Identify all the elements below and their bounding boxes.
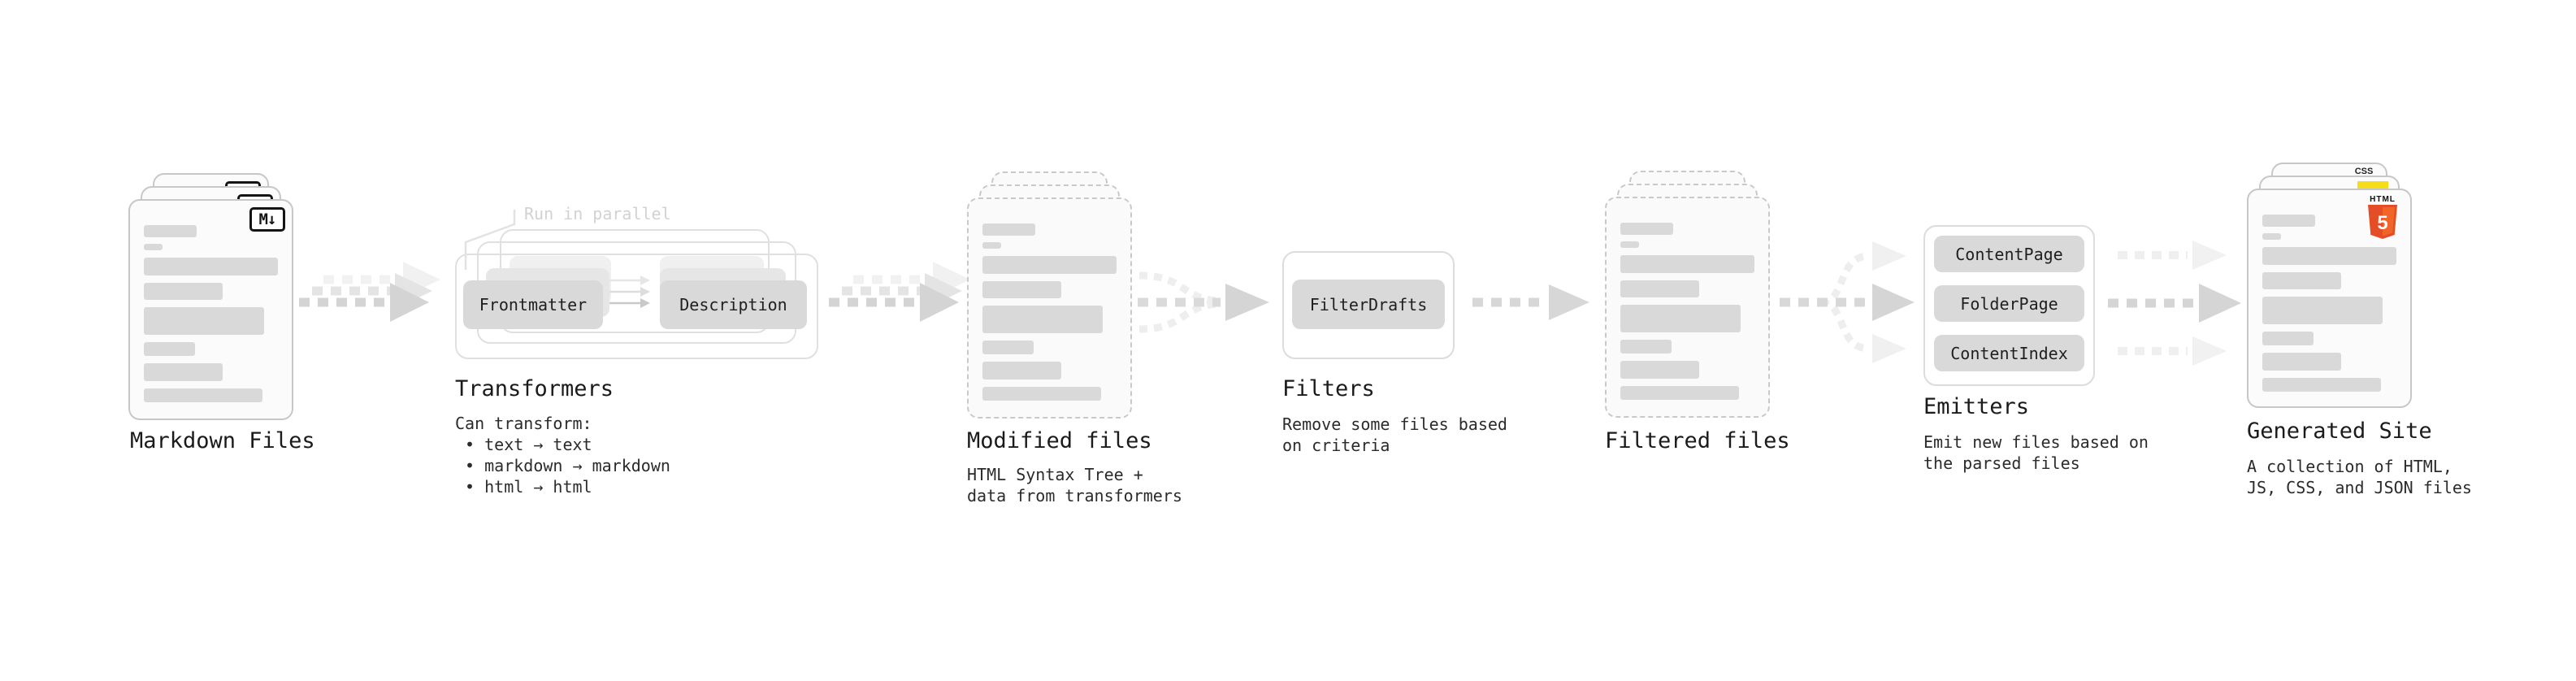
content-bar (144, 342, 195, 356)
content-bar (2262, 353, 2341, 371)
content-bar (1620, 305, 1741, 332)
content-bar (2262, 378, 2381, 392)
content-bar (1620, 241, 1639, 248)
run-in-parallel-connector (464, 210, 516, 270)
flow-arrow-modified-to-filters (1138, 271, 1269, 333)
generated-site-label: Generated Site (2247, 419, 2432, 444)
content-bar (144, 225, 197, 237)
filters-frame (1282, 251, 1455, 359)
generated-site-stack: CSS HTML 5 (2247, 163, 2450, 414)
content-bar (982, 281, 1061, 298)
parallel-mini-arrows (609, 275, 650, 308)
markdown-file-front: M↓ (128, 199, 293, 420)
markdown-files-label: Markdown Files (130, 428, 315, 453)
contentindex-plugin: ContentIndex (1934, 335, 2084, 371)
content-bar (2262, 215, 2315, 227)
filtered-file-front (1605, 197, 1770, 418)
content-bar (982, 362, 1061, 380)
folderpage-plugin: FolderPage (1934, 285, 2084, 322)
frontmatter-plugin: Frontmatter (463, 280, 603, 329)
content-bar (1620, 255, 1754, 273)
content-bar (982, 223, 1035, 236)
content-bar (144, 258, 278, 275)
content-bar (1620, 340, 1672, 354)
modified-files-stack (967, 171, 1170, 425)
content-bar (2262, 233, 2281, 240)
run-in-parallel-annotation: Run in parallel (524, 204, 671, 223)
content-bar (144, 283, 223, 300)
content-bar (144, 363, 223, 381)
transformers-title: Transformers (455, 376, 614, 401)
content-bar (1620, 361, 1699, 379)
flow-arrow-filters-to-filtered (1472, 284, 1589, 320)
modified-files-label: Modified files (967, 428, 1152, 453)
content-bar (1620, 386, 1739, 400)
emitters-frame (1923, 225, 2095, 386)
content-bar (2262, 297, 2383, 324)
html5-icon: HTML 5 (2363, 195, 2402, 242)
emitters-title: Emitters (1923, 394, 2030, 419)
content-bar (1620, 280, 1699, 297)
content-bar (982, 387, 1101, 401)
content-bar (2262, 247, 2396, 265)
content-bar (2262, 272, 2341, 289)
modified-files-description: HTML Syntax Tree + data from transformer… (967, 465, 1182, 505)
content-bar (144, 307, 264, 335)
flow-arrow-transformers-to-modified (829, 262, 970, 322)
filtered-files-stack (1605, 171, 1808, 424)
filters-description: Remove some files based on criteria (1282, 414, 1507, 455)
content-bar (144, 388, 262, 402)
content-bar (2262, 332, 2314, 345)
markdown-icon: M↓ (249, 207, 285, 232)
svg-text:5: 5 (2377, 212, 2387, 234)
content-bar (144, 244, 163, 250)
modified-file-front (967, 197, 1132, 419)
content-bar (982, 242, 1001, 249)
description-plugin: Description (660, 280, 807, 329)
flow-arrow-filtered-to-emitters (1780, 241, 1915, 363)
filters-title: Filters (1282, 376, 1375, 401)
transformers-frame-front (455, 254, 818, 359)
content-bar (982, 256, 1117, 274)
filterdrafts-plugin: FilterDrafts (1292, 280, 1445, 329)
emitters-description: Emit new files based on the parsed files (1923, 432, 2149, 473)
flow-arrow-emitters-to-generated (2108, 241, 2241, 366)
markdown-files-stack: M↓ M↓ M↓ (128, 173, 332, 427)
flow-arrow-markdown-to-transformers (299, 262, 440, 322)
content-bar (982, 306, 1103, 333)
generated-file-html: HTML 5 (2247, 189, 2412, 408)
generated-site-description: A collection of HTML, JS, CSS, and JSON … (2247, 457, 2472, 497)
content-bar (1620, 223, 1673, 235)
contentpage-plugin: ContentPage (1934, 236, 2084, 272)
transformers-description: Can transform: • text → text • markdown … (455, 414, 670, 497)
content-bar (982, 340, 1034, 354)
filtered-files-label: Filtered files (1605, 428, 1790, 453)
